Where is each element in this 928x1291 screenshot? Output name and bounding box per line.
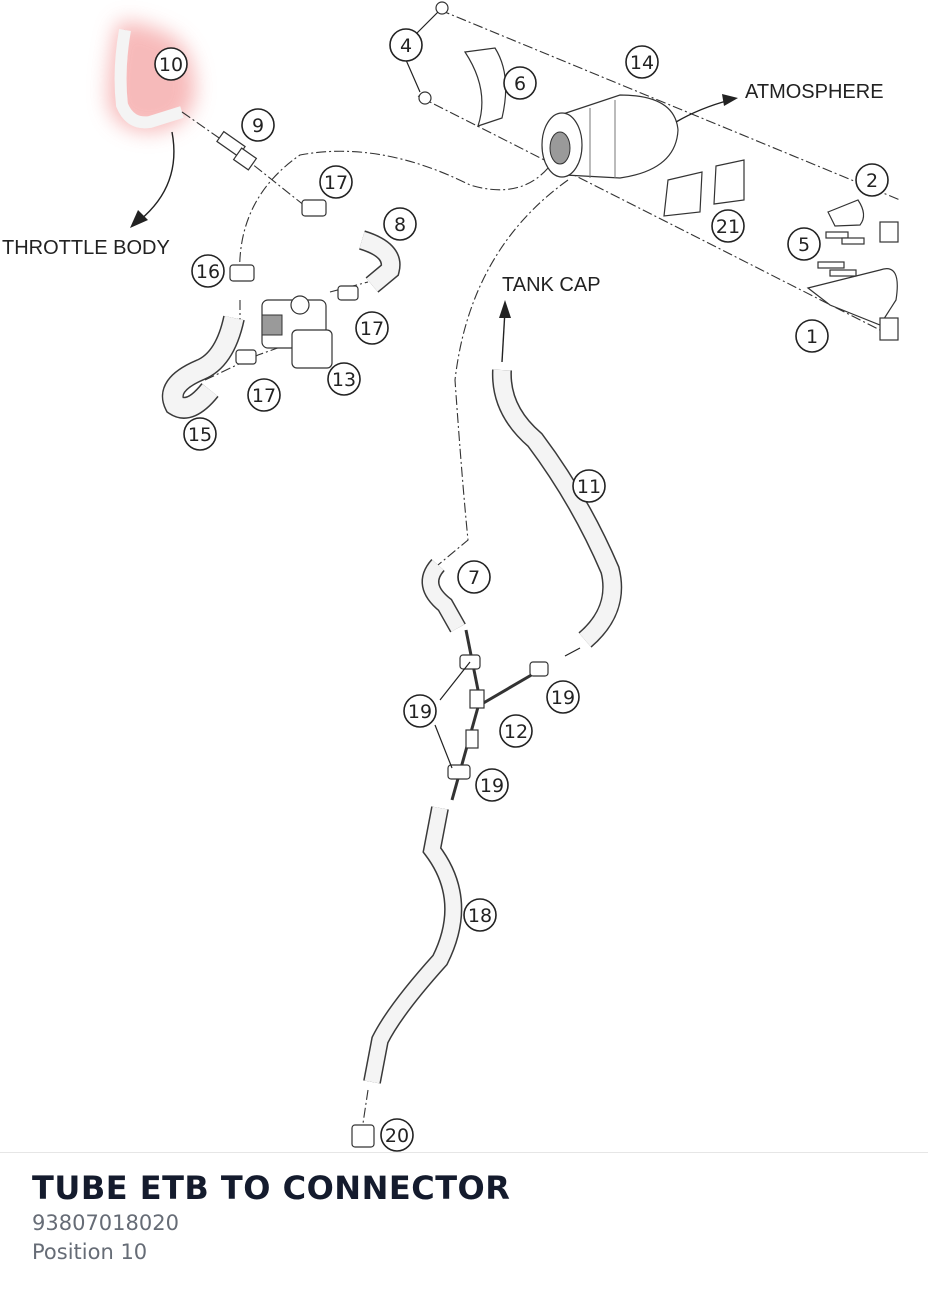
callout-7[interactable]: 7 xyxy=(457,560,491,594)
callout-17[interactable]: 17 xyxy=(355,311,389,345)
callout-6[interactable]: 6 xyxy=(503,66,537,100)
callout-10[interactable]: 10 xyxy=(154,47,188,81)
callout-18[interactable]: 18 xyxy=(463,898,497,932)
part-position: Position 10 xyxy=(32,1240,148,1264)
throttle-body-label: THROTTLE BODY xyxy=(2,237,170,259)
part-20-connector[interactable] xyxy=(351,1124,375,1148)
callout-label: 20 xyxy=(385,1125,409,1147)
callout-19[interactable]: 19 xyxy=(403,694,437,728)
part-number: 93807018020 xyxy=(32,1211,179,1235)
callout-label: 11 xyxy=(577,476,601,498)
callout-15[interactable]: 15 xyxy=(183,417,217,451)
callout-label: 14 xyxy=(630,52,654,74)
callout-label: 4 xyxy=(400,35,412,57)
part-18-hose[interactable] xyxy=(363,806,463,1084)
callout-label: 8 xyxy=(394,214,406,236)
callout-21[interactable]: 21 xyxy=(711,209,745,243)
part-11-hose[interactable] xyxy=(491,369,623,648)
callout-label: 18 xyxy=(468,905,492,927)
callout-label: 2 xyxy=(866,170,878,192)
callout-label: 19 xyxy=(408,701,432,723)
callout-label: 15 xyxy=(188,424,212,446)
part-16-clamp[interactable] xyxy=(229,264,255,282)
part-17-clamp-top[interactable] xyxy=(301,199,327,217)
part-9-connector[interactable] xyxy=(216,130,258,171)
callout-label: 13 xyxy=(332,369,356,391)
atmosphere-label: ATMOSPHERE xyxy=(745,81,884,103)
part-1-mount-bracket[interactable] xyxy=(806,261,898,326)
part-17-clamp-mid[interactable] xyxy=(235,349,257,365)
part-21-pads[interactable] xyxy=(663,159,745,217)
callout-label: 12 xyxy=(504,721,528,743)
part-19-clamp-right[interactable] xyxy=(529,661,549,677)
callout-label: 16 xyxy=(196,261,220,283)
part-5-nuts[interactable] xyxy=(825,231,865,245)
part-19-clamp-bottom[interactable] xyxy=(447,764,471,780)
callout-2[interactable]: 2 xyxy=(855,163,889,197)
callout-label: 9 xyxy=(252,115,264,137)
callout-label: 7 xyxy=(468,567,480,589)
tank-cap-label: TANK CAP xyxy=(502,274,601,296)
part-17-clamp-right[interactable] xyxy=(337,285,359,301)
callout-label: 17 xyxy=(324,172,348,194)
part-4-bolts[interactable] xyxy=(401,1,449,105)
part-7-hose[interactable] xyxy=(421,558,466,633)
callout-label: 19 xyxy=(480,775,504,797)
parts-diagram: THROTTLE BODY ATMOSPHERE TANK CAP 10 9 4 6 1… xyxy=(2,1,901,1152)
callout-label: 17 xyxy=(252,385,276,407)
part-title: TUBE ETB TO CONNECTOR xyxy=(32,1169,511,1207)
callout-13[interactable]: 13 xyxy=(327,362,361,396)
callout-17[interactable]: 17 xyxy=(319,165,353,199)
callout-label: 5 xyxy=(798,234,810,256)
callout-label: 17 xyxy=(360,318,384,340)
diagram-canvas: THROTTLE BODY ATMOSPHERE TANK CAP 10 9 4 6 1… xyxy=(2,1,901,1152)
callout-20[interactable]: 20 xyxy=(380,1118,414,1152)
callout-14[interactable]: 14 xyxy=(625,45,659,79)
callout-5[interactable]: 5 xyxy=(787,227,821,261)
part-2-bracket[interactable] xyxy=(827,199,899,341)
part-15-hose[interactable] xyxy=(161,315,245,419)
callout-19[interactable]: 19 xyxy=(475,768,509,802)
callout-9[interactable]: 9 xyxy=(241,108,275,142)
callout-label: 10 xyxy=(159,54,183,76)
callout-16[interactable]: 16 xyxy=(191,254,225,288)
part-10-tube[interactable] xyxy=(114,28,184,129)
part-14-canister[interactable] xyxy=(541,94,679,179)
callout-1[interactable]: 1 xyxy=(795,319,829,353)
part-info-panel: TUBE ETB TO CONNECTOR 93807018020 Positi… xyxy=(0,1152,928,1291)
part-8-hose[interactable] xyxy=(358,230,401,293)
callout-label: 1 xyxy=(806,326,818,348)
callout-label: 6 xyxy=(514,73,526,95)
part-13-purge-valve[interactable] xyxy=(261,295,333,369)
callout-17[interactable]: 17 xyxy=(247,378,281,412)
callout-19[interactable]: 19 xyxy=(546,680,580,714)
callout-12[interactable]: 12 xyxy=(499,714,533,748)
callout-8[interactable]: 8 xyxy=(383,207,417,241)
part-6-bracket[interactable] xyxy=(463,47,507,127)
callout-11[interactable]: 11 xyxy=(572,469,606,503)
callout-label: 19 xyxy=(551,687,575,709)
callout-label: 21 xyxy=(716,216,740,238)
callout-4[interactable]: 4 xyxy=(389,28,423,62)
